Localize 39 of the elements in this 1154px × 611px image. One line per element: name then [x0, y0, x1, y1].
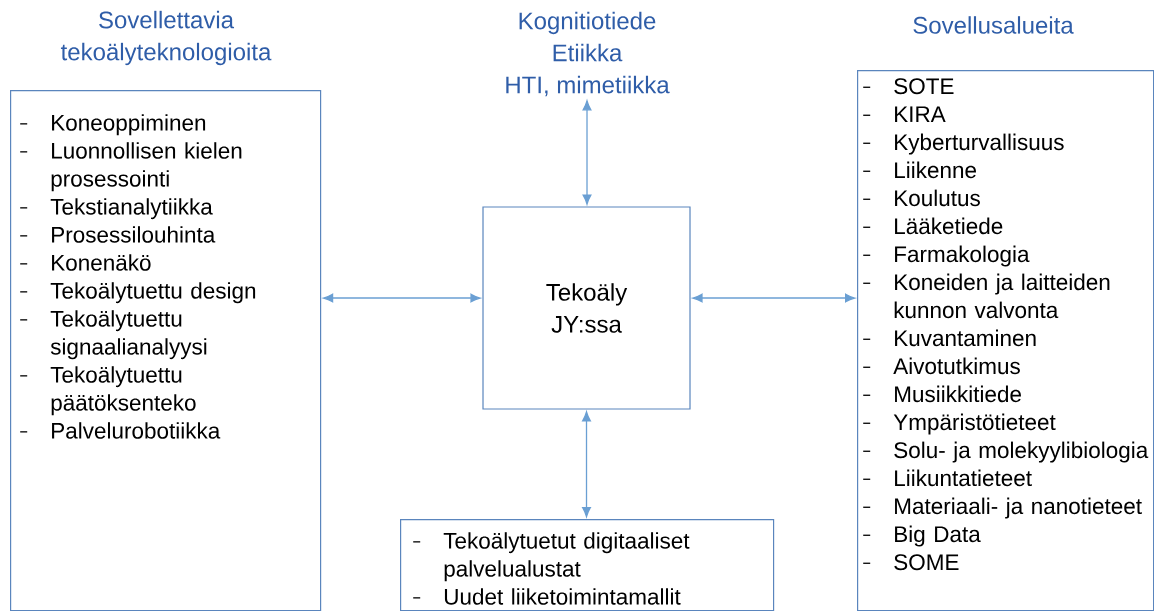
list-item: Prosessilouhinta — [19, 226, 216, 243]
list-box — [400, 519, 775, 611]
list-item: Farmakologia — [862, 245, 1030, 267]
list-item: KIRA — [862, 106, 946, 122]
list-item: Konenäkö — [19, 254, 151, 271]
list-item: SOTE — [862, 78, 954, 95]
list-item: Solu- ja molekyylibiologia — [862, 441, 1149, 463]
list-item: Materiaali- ja nanotieteet — [862, 497, 1142, 519]
heading: Sovellusalueita — [913, 16, 1074, 34]
list-item: Luonnollisen kielen prosessointi — [19, 142, 242, 192]
list-item: Koneoppiminen — [19, 114, 206, 136]
list-item: Musiikkitiede — [862, 385, 1021, 403]
list-item: Kyberturvallisuus — [862, 133, 1064, 155]
arrow — [323, 293, 481, 303]
list-item: Koulutus — [862, 189, 980, 207]
list-item: Liikenne — [862, 161, 976, 179]
list-box — [10, 10, 322, 611]
list-item: Lääketiede — [862, 217, 1003, 235]
list-item: Tekoälytuettu päätöksenteko — [19, 366, 196, 416]
list-box — [857, 16, 1154, 611]
list-item: Tekoälytuettu signaalianalyysi — [19, 310, 207, 360]
list-item: Tekoälytuettu design — [19, 282, 256, 304]
heading: Sovellettavia tekoälyteknologioita — [60, 10, 272, 66]
arrow — [582, 411, 591, 518]
list-item: Tekoälytuetut digitaaliset palvelualustat — [412, 532, 690, 582]
list-item: Big Data — [862, 525, 981, 547]
process-box: Tekoäly JY:ssa — [482, 206, 691, 410]
arrow — [692, 293, 856, 303]
list-item: Tekstianalytiikka — [19, 198, 213, 220]
list-item: Kuvantaminen — [862, 329, 1036, 347]
list-item: Aivotutkimus — [862, 357, 1020, 375]
list-item: Palvelurobotiikka — [19, 422, 221, 439]
list-item: SOME — [862, 554, 959, 571]
list-item: Liikuntatieteet — [862, 469, 1032, 487]
list-item: Uudet liiketoimintamallit — [412, 588, 681, 605]
arrow — [582, 100, 592, 205]
list-item: Ympäristötieteet — [862, 413, 1056, 435]
list-item: Koneiden ja laitteiden kunnon valvonta — [862, 273, 1110, 319]
topic-list: Kognitiotiede Etiikka HTI, mimetiikka — [506, 11, 670, 97]
